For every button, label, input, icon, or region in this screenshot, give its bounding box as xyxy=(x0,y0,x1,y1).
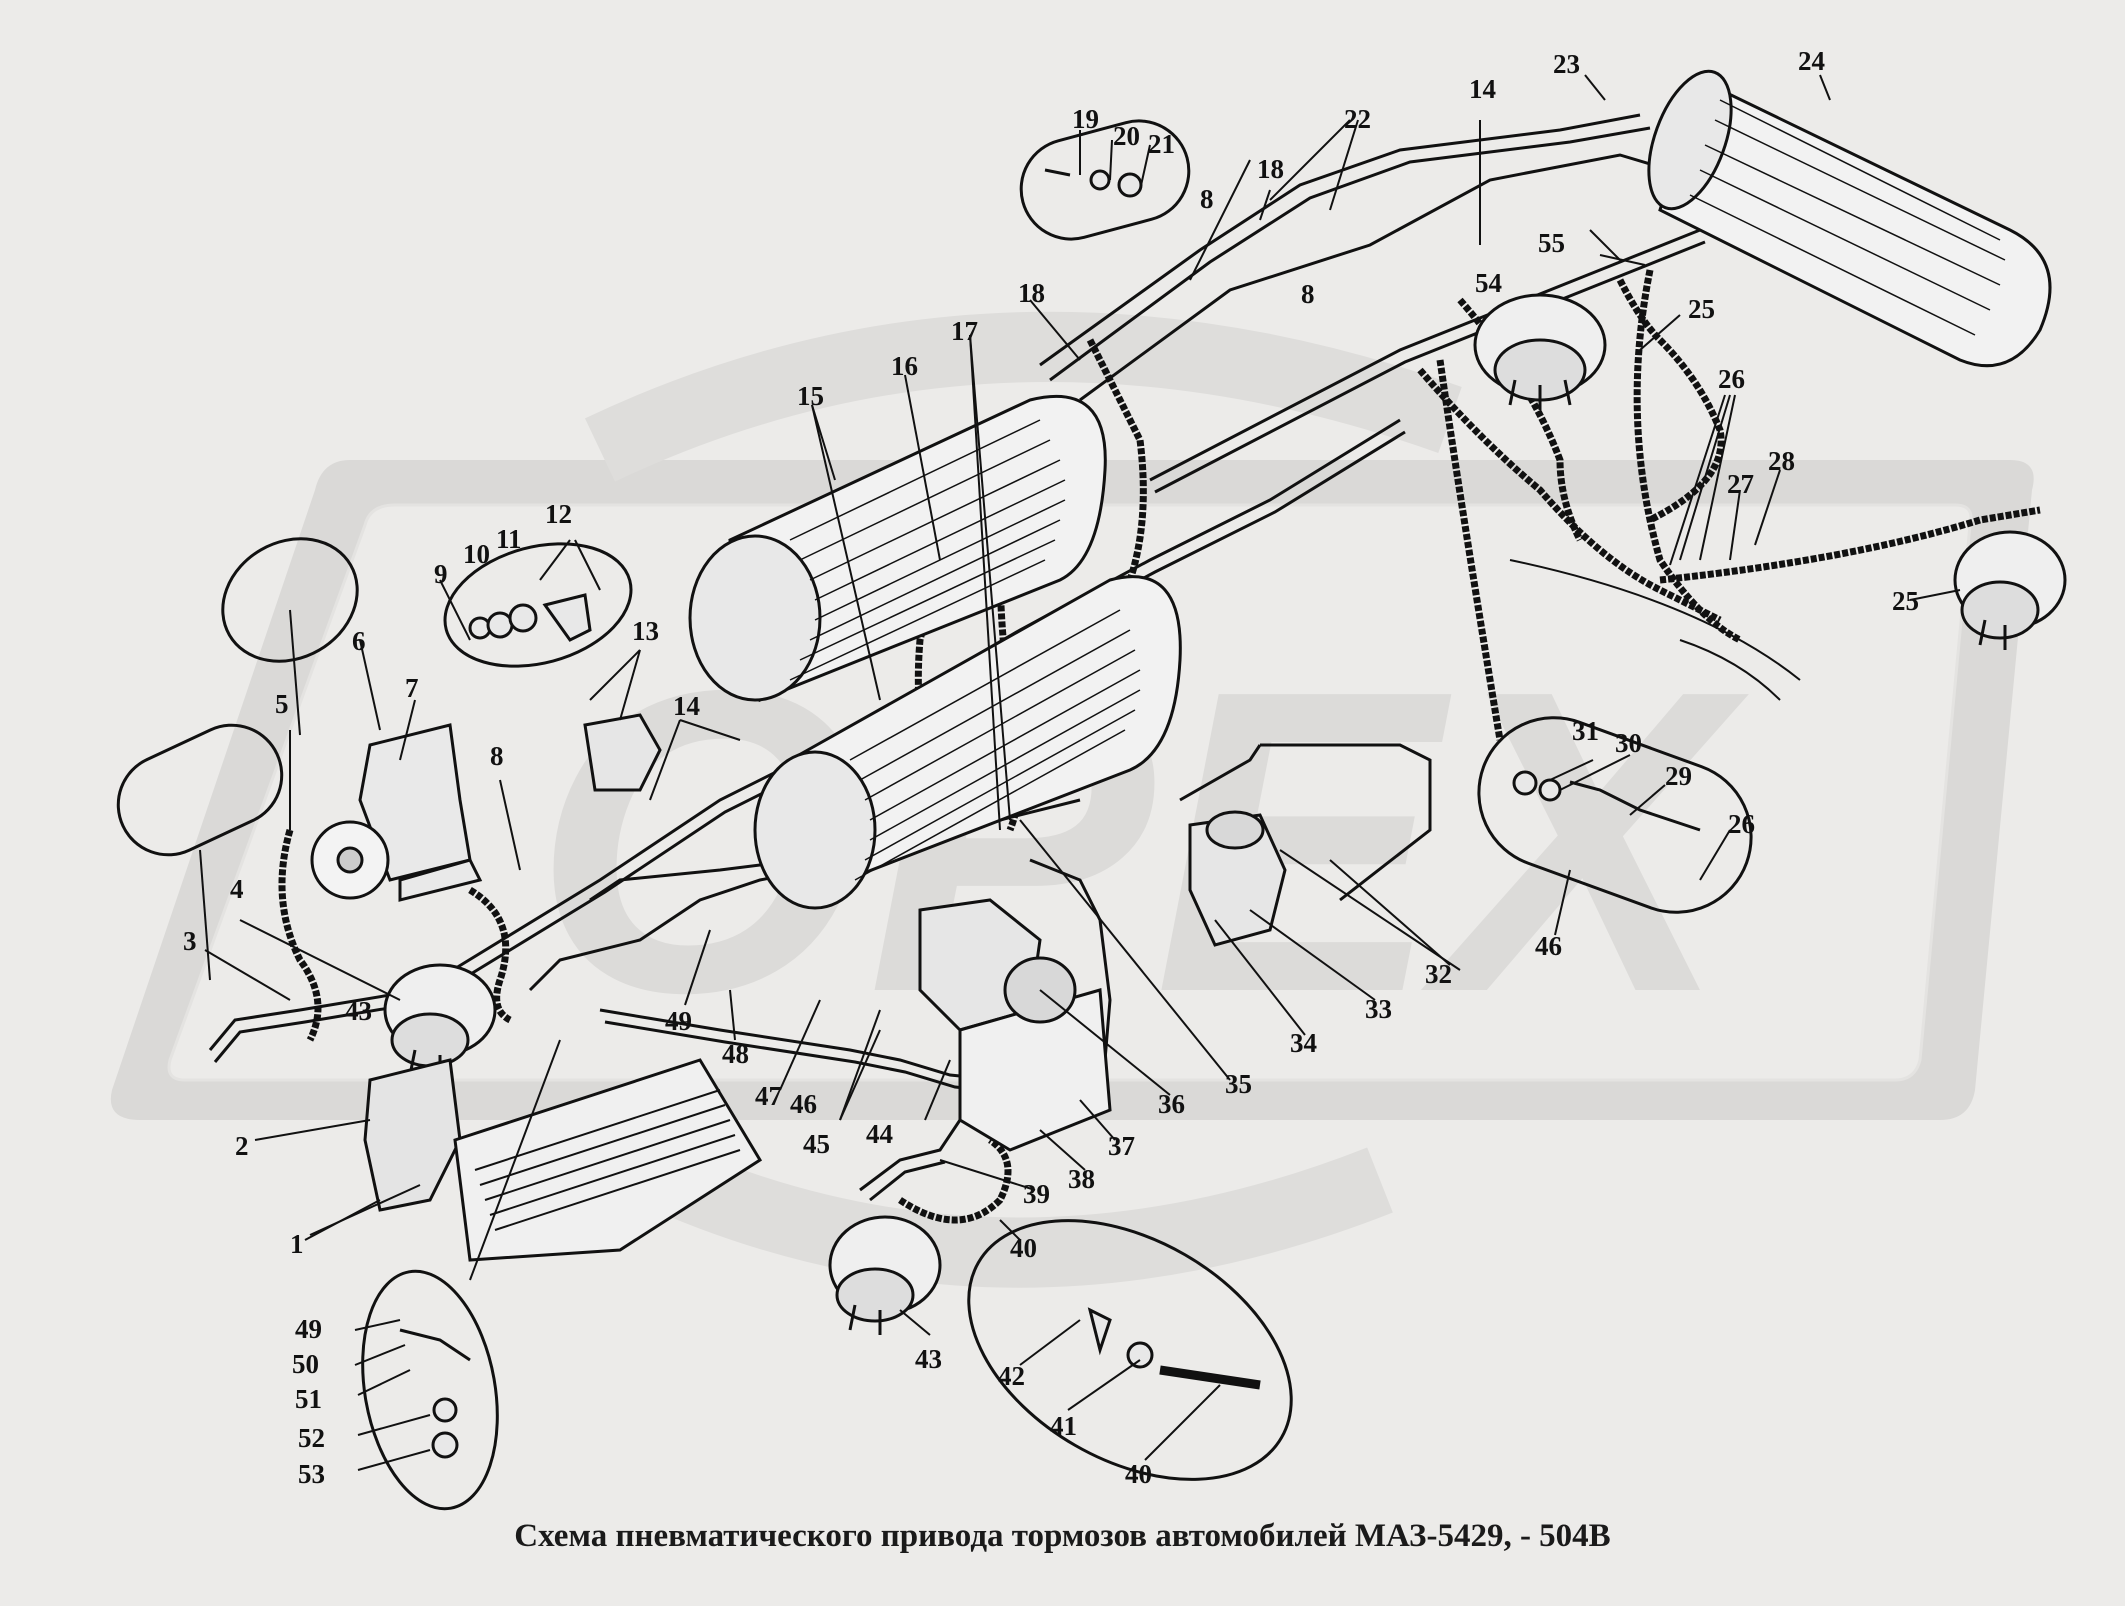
watermark-arcs xyxy=(584,311,1462,1288)
callout-8a: 8 xyxy=(490,741,504,771)
callout-39: 39 xyxy=(1023,1179,1050,1209)
callout-8c: 8 xyxy=(1301,279,1315,309)
callout-21: 21 xyxy=(1148,129,1175,159)
callout-28: 28 xyxy=(1768,446,1795,476)
callout-22: 22 xyxy=(1344,104,1371,134)
callout-33: 33 xyxy=(1365,994,1392,1024)
callout-47: 47 xyxy=(755,1081,782,1111)
callout-51: 51 xyxy=(295,1384,322,1414)
inset-components xyxy=(399,168,1701,1459)
callout-41: 41 xyxy=(1050,1411,1077,1441)
callout-43a: 43 xyxy=(915,1344,942,1374)
callout-14a: 14 xyxy=(673,691,700,721)
callout-3: 3 xyxy=(183,926,197,956)
callout-25a: 25 xyxy=(1688,294,1715,324)
callout-31: 31 xyxy=(1572,716,1599,746)
diagram-caption: Схема пневматического привода тормозов а… xyxy=(514,1518,1611,1554)
callout-1: 1 xyxy=(290,1229,304,1259)
callout-52: 52 xyxy=(298,1423,325,1453)
pressure-valve xyxy=(583,713,662,792)
frame-rails xyxy=(1509,559,1801,701)
callout-46b: 46 xyxy=(790,1089,817,1119)
callout-17: 17 xyxy=(951,316,978,346)
callout-53: 53 xyxy=(298,1459,325,1489)
callout-43b: 43 xyxy=(345,996,372,1026)
callout-29: 29 xyxy=(1665,761,1692,791)
callout-18a: 18 xyxy=(1018,278,1045,308)
relay-valve xyxy=(1188,810,1287,947)
callout-40a: 40 xyxy=(1010,1233,1037,1263)
callout-49a: 49 xyxy=(665,1006,692,1036)
callout-7: 7 xyxy=(405,673,419,703)
callout-46a: 46 xyxy=(1535,931,1562,961)
callout-55: 55 xyxy=(1538,228,1565,258)
callout-48: 48 xyxy=(722,1039,749,1069)
callout-26a: 26 xyxy=(1718,364,1745,394)
callout-50: 50 xyxy=(292,1349,319,1379)
callout-11: 11 xyxy=(496,524,522,554)
callout-19: 19 xyxy=(1072,104,1099,134)
callout-2: 2 xyxy=(235,1131,249,1161)
leader-lines xyxy=(199,74,1961,1471)
callout-40b: 40 xyxy=(1125,1459,1152,1489)
callout-16: 16 xyxy=(891,351,918,381)
callout-25b: 25 xyxy=(1892,586,1919,616)
callout-8b: 8 xyxy=(1200,184,1214,214)
air-tank-upper xyxy=(688,394,1107,703)
callout-18b: 18 xyxy=(1257,154,1284,184)
callout-45: 45 xyxy=(803,1129,830,1159)
air-tank-rear xyxy=(1647,69,2052,368)
callout-38: 38 xyxy=(1068,1164,1095,1194)
callout-4: 4 xyxy=(230,874,244,904)
callout-32: 32 xyxy=(1425,959,1452,989)
callout-23: 23 xyxy=(1553,49,1580,79)
callout-36: 36 xyxy=(1158,1089,1185,1119)
callout-30: 30 xyxy=(1615,728,1642,758)
callout-10: 10 xyxy=(463,539,490,569)
callout-9: 9 xyxy=(434,559,448,589)
callout-26b: 26 xyxy=(1728,809,1755,839)
callout-49b: 49 xyxy=(295,1314,322,1344)
callout-12: 12 xyxy=(545,499,572,529)
brake-chamber-rear-right xyxy=(1953,530,2067,650)
compressor xyxy=(310,723,483,902)
brake-valve-assembly xyxy=(918,898,1112,1152)
brake-chamber-front-right xyxy=(828,1215,942,1335)
callout-14b: 14 xyxy=(1469,74,1496,104)
callout-54: 54 xyxy=(1475,268,1502,298)
callout-5: 5 xyxy=(275,689,289,719)
air-tank-lower xyxy=(753,575,1182,910)
unloader-valve-assembly xyxy=(363,1058,763,1262)
callout-6: 6 xyxy=(352,626,366,656)
callout-20: 20 xyxy=(1113,121,1140,151)
callout-labels: 1 2 3 4 5 6 7 8 9 10 11 12 13 14 15 16 1… xyxy=(183,46,1919,1489)
callout-15: 15 xyxy=(797,381,824,411)
callout-35: 35 xyxy=(1225,1069,1252,1099)
callout-24: 24 xyxy=(1798,46,1825,76)
callout-44: 44 xyxy=(866,1119,893,1149)
callout-27: 27 xyxy=(1727,469,1754,499)
callout-37: 37 xyxy=(1108,1131,1135,1161)
brake-chamber-rear-left xyxy=(1473,293,1607,410)
brake-chamber-front-left xyxy=(383,963,497,1080)
callout-42: 42 xyxy=(998,1361,1025,1391)
detail-insets xyxy=(116,119,1753,1511)
callout-13: 13 xyxy=(632,616,659,646)
callout-34: 34 xyxy=(1290,1028,1317,1058)
